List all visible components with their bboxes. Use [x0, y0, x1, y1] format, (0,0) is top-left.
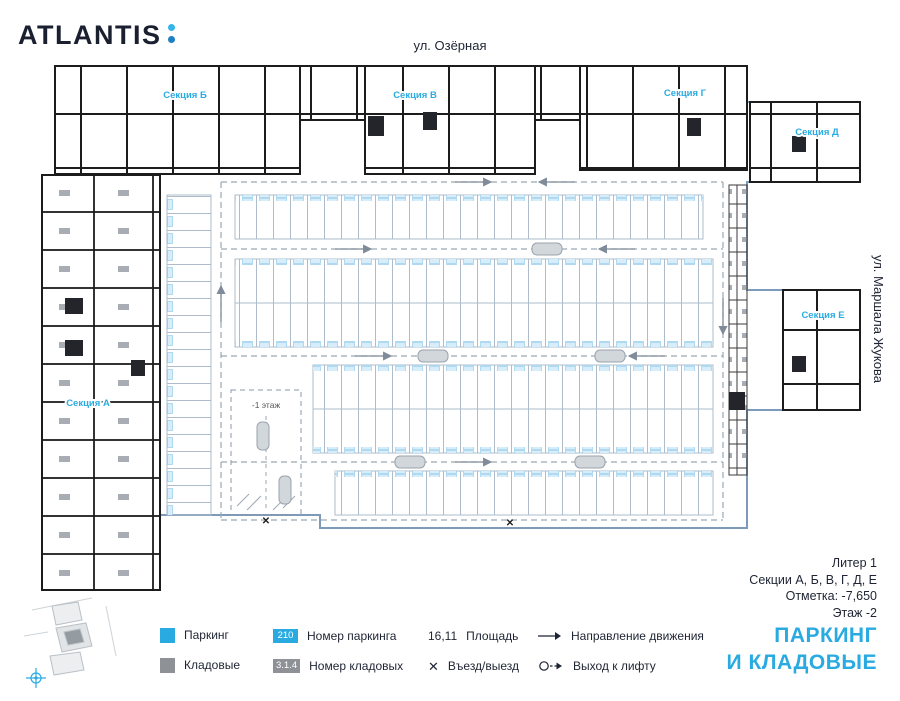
street-label-right: ул. Маршала Жукова	[871, 255, 886, 383]
section-labels: Секция Б Секция В Секция Г Секция Д Секц…	[64, 86, 846, 411]
atlantis-logo: ATLANTIS	[18, 20, 176, 50]
compass-icon	[26, 668, 46, 688]
plan-info-block: Литер 1 Секции А, Б, В, Г, Д, Е Отметка:…	[749, 555, 877, 621]
logo-dot-blue	[168, 36, 176, 43]
section-label-b: Секция Б	[163, 90, 207, 101]
logo-dot-cyan	[168, 24, 176, 31]
section-label-e: Секция Е	[801, 310, 844, 321]
direction-arrows	[216, 177, 728, 467]
storage-number-label: Номер кладовых	[309, 659, 404, 673]
entry-exit-x-icon: ✕	[506, 518, 514, 529]
page-title-line2: И КЛАДОВЫЕ	[726, 651, 877, 675]
ramp-floor-label: -1 этаж	[252, 400, 281, 410]
area-label: Площадь	[466, 629, 519, 643]
direction-arrow-icon	[538, 632, 561, 640]
ramp-zone: -1 этаж	[230, 389, 302, 516]
perimeter-rooms	[41, 65, 861, 591]
floor-plan: -1 этаж ✕ ✕	[41, 65, 861, 591]
legend-parking: Паркинг	[160, 627, 229, 643]
lift-exit-label: Выход к лифту	[573, 659, 656, 673]
parking-number-badge: 210	[273, 629, 298, 643]
parking-label: Паркинг	[184, 628, 229, 642]
page-title: ПАРКИНГ И КЛАДОВЫЕ	[727, 622, 877, 677]
entry-exit-x-icon: ✕	[262, 516, 270, 527]
page-title-line1: ПАРКИНГ	[774, 624, 877, 647]
parking-number-label: Номер паркинга	[307, 629, 397, 643]
car-icons	[256, 242, 626, 505]
site-map-buildings	[49, 601, 93, 676]
entry-exit-marks: ✕ ✕	[262, 516, 514, 529]
legend-area: 16,11 Площадь	[428, 628, 518, 644]
entry-exit-label: Въезд/выезд	[447, 659, 520, 673]
storage-number-badge: 3.1.4	[273, 659, 301, 673]
legend-storage-number: 3.1.4 Номер кладовых	[273, 658, 403, 674]
area-value: 16,11	[428, 629, 458, 643]
section-label-a: Секция А	[66, 398, 110, 409]
storage-color-swatch	[160, 657, 175, 673]
logo-dots-icon	[168, 24, 176, 43]
entry-exit-x-icon: ✕	[428, 658, 439, 674]
parking-color-swatch	[160, 627, 175, 643]
info-elevation: Отметка: -7,650	[785, 589, 877, 603]
legend-storage: Кладовые	[160, 657, 240, 673]
logo-text: ATLANTIS	[18, 20, 162, 50]
legend-parking-number: 210 Номер паркинга	[273, 628, 396, 644]
info-liter: Литер 1	[831, 556, 877, 570]
legend-direction: Направление движения	[538, 628, 704, 644]
storage-label: Кладовые	[184, 658, 241, 672]
section-label-d: Секция Д	[795, 127, 839, 138]
legend-lift-exit: Выход к лифту	[538, 658, 656, 674]
info-sections: Секции А, Б, В, Г, Д, Е	[749, 572, 877, 587]
parking-stalls	[166, 194, 714, 516]
street-label-top: ул. Озёрная	[413, 38, 487, 53]
elevator-cores	[65, 112, 806, 410]
legend: Паркинг Кладовые 210 Номер паркинга 3.1.…	[0, 615, 780, 701]
legend-entry-exit: ✕ Въезд/выезд	[428, 658, 519, 674]
lift-exit-icon	[539, 661, 562, 671]
direction-label: Направление движения	[571, 629, 704, 643]
section-label-g: Секция Г	[664, 88, 707, 99]
site-map-thumbnail	[23, 597, 117, 688]
section-label-v: Секция В	[393, 90, 437, 101]
info-floor: Этаж -2	[832, 605, 877, 620]
